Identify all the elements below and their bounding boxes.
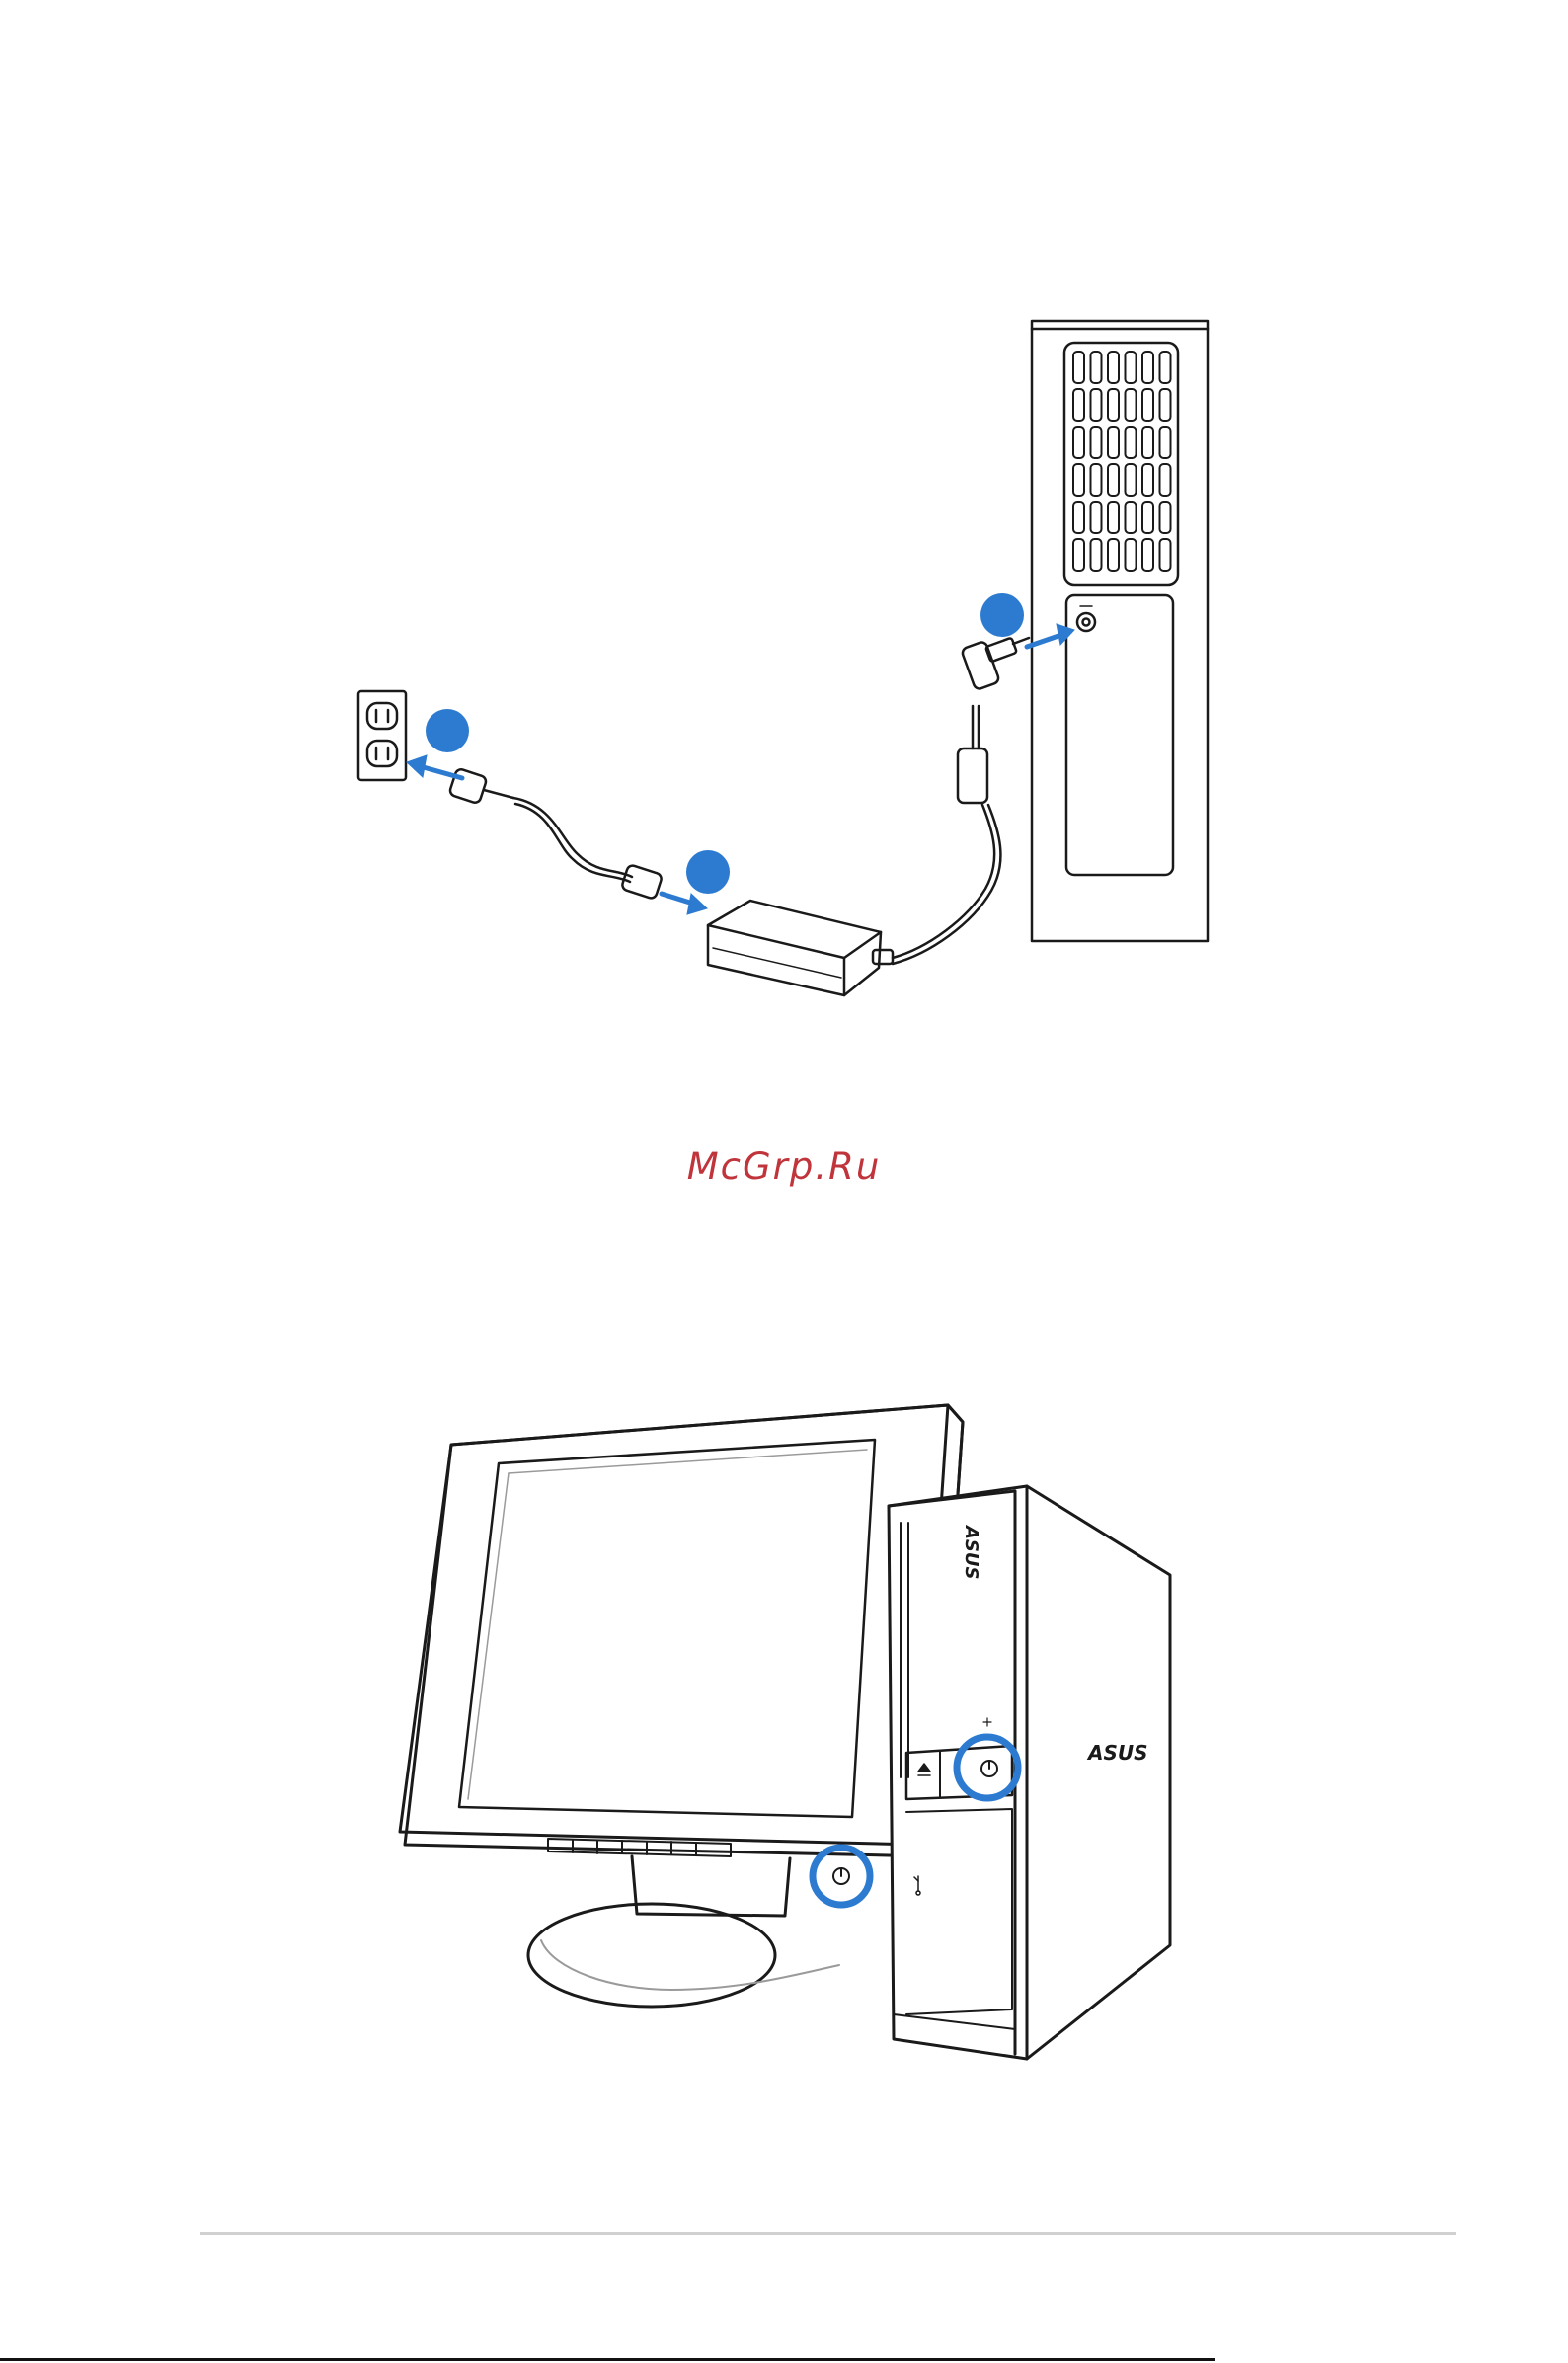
monitor-power-button-icon (833, 1868, 849, 1884)
desktop-pc-icon: ASUS ASUS (889, 1486, 1170, 2059)
step-marker-3 (980, 593, 1024, 637)
monitor-stand (528, 1856, 839, 2007)
arrow-to-adapter (662, 894, 707, 914)
watermark-text: McGrp.Ru (0, 1145, 1568, 1188)
side-logo: ASUS (1086, 1741, 1148, 1765)
bottom-rule (0, 2358, 1215, 2361)
wall-outlet-icon (358, 691, 406, 780)
power-on-illustration: ASUS ASUS (0, 1382, 1568, 2074)
step-marker-1 (426, 709, 469, 752)
arrow-to-outlet (407, 755, 462, 778)
front-logo-vertical: ASUS (961, 1524, 981, 1579)
step-marker-2 (686, 850, 730, 894)
power-connection-illustration (0, 0, 1568, 1047)
power-adapter-icon (708, 901, 893, 995)
ac-power-cord (448, 768, 663, 900)
power-plug-icon (448, 768, 513, 805)
step-markers (426, 593, 1024, 894)
monitor-icon (400, 1405, 963, 2007)
dc-plug-icon (961, 638, 1029, 690)
dc-power-cable (893, 638, 1029, 964)
footer-rule (200, 2232, 1456, 2235)
